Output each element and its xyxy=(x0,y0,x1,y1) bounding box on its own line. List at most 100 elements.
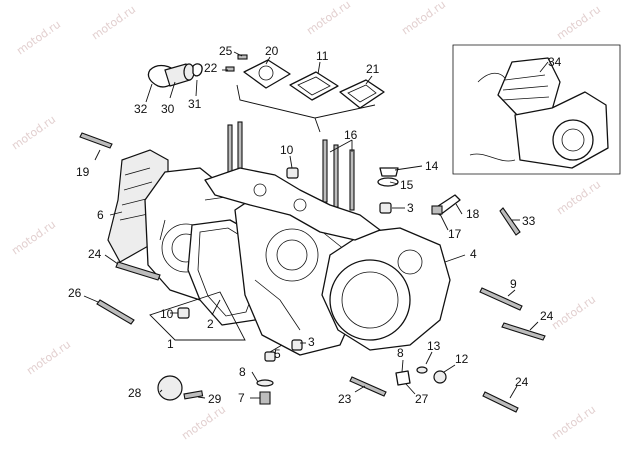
clutch-cover-4 xyxy=(321,227,451,351)
callout-2: 2 xyxy=(207,317,214,331)
leader-12 xyxy=(443,364,456,373)
small-parts xyxy=(157,167,521,405)
callout-18: 18 xyxy=(466,207,480,221)
leader-23 xyxy=(354,385,366,393)
watermark-text: motod.ru xyxy=(549,293,598,333)
callout-21: 21 xyxy=(366,62,380,76)
callout-17: 17 xyxy=(448,227,462,241)
bolt-24-bottom xyxy=(482,391,519,413)
case-top-hole xyxy=(293,198,307,212)
leader-bracket-1 xyxy=(149,291,246,341)
callout-25: 25 xyxy=(219,44,233,58)
callout-14: 14 xyxy=(425,159,439,173)
callout-19: 19 xyxy=(76,165,90,179)
right-case-bearing-inner xyxy=(276,239,308,271)
screw-22 xyxy=(225,66,235,72)
inset-clutch-cover xyxy=(552,119,594,161)
leader-6 xyxy=(109,211,123,216)
leader-24-left xyxy=(104,254,119,265)
leader-13 xyxy=(425,351,433,365)
callout-24-left: 24 xyxy=(88,247,102,261)
leader-11 xyxy=(317,61,321,75)
leader-4 xyxy=(444,254,466,263)
clip-31 xyxy=(192,63,203,77)
watermark-text: motod.ru xyxy=(89,3,138,43)
bolt-24-right xyxy=(501,322,546,341)
callout-26: 26 xyxy=(68,286,82,300)
leader-10-top xyxy=(289,155,293,169)
stud xyxy=(333,144,339,208)
watermark-text: motod.ru xyxy=(554,3,603,43)
inset-hoses xyxy=(469,72,516,162)
washer-13 xyxy=(416,366,428,374)
leader-8-right xyxy=(401,359,404,373)
drain-plug-7 xyxy=(259,391,271,405)
callout-8-left: 8 xyxy=(239,365,246,379)
gasket-2-inner xyxy=(197,227,259,317)
o-ring-15 xyxy=(377,177,399,187)
gasket-11-inner xyxy=(297,76,331,96)
intake-group xyxy=(147,54,385,109)
leader-14 xyxy=(394,165,423,171)
callout-10-left: 10 xyxy=(160,307,174,321)
inset-clutch-center xyxy=(561,128,585,152)
callout-20: 20 xyxy=(265,44,279,58)
callout-27: 27 xyxy=(415,392,429,406)
callout-1: 1 xyxy=(167,337,174,351)
leader-19 xyxy=(94,149,101,161)
leader-bracket-top xyxy=(236,84,376,133)
callout-3-lower: 3 xyxy=(308,335,315,349)
leader-27 xyxy=(405,383,416,395)
bolt-19 xyxy=(79,132,113,149)
leader-29 xyxy=(197,396,206,399)
callout-8-right: 8 xyxy=(397,346,404,360)
callout-24-right: 24 xyxy=(540,309,554,323)
leader-24-right xyxy=(529,321,539,331)
callout-23: 23 xyxy=(338,392,352,406)
callout-9: 9 xyxy=(510,277,517,291)
reed-block-20-hole xyxy=(258,65,274,81)
leader-15 xyxy=(389,181,399,185)
callout-29: 29 xyxy=(208,392,222,406)
stud xyxy=(349,149,355,211)
leader-28 xyxy=(159,389,163,393)
washer-8-left xyxy=(256,379,274,387)
callout-32: 32 xyxy=(134,102,148,116)
case-top-flange xyxy=(204,167,381,241)
callout-6: 6 xyxy=(97,208,104,222)
screw-29 xyxy=(183,390,204,400)
watermark-text: motod.ru xyxy=(24,338,73,378)
leader-31 xyxy=(195,79,198,97)
leader-16 xyxy=(329,139,353,153)
watermark-text: motod.ru xyxy=(549,403,598,443)
leader-18 xyxy=(455,203,463,215)
leader-17 xyxy=(439,213,449,231)
callout-3-top: 3 xyxy=(407,201,414,215)
inset-frame xyxy=(452,44,621,175)
cap-28 xyxy=(157,375,183,401)
dowel-3-lower xyxy=(291,339,303,351)
nut-12 xyxy=(433,370,447,384)
dowel-3-top xyxy=(379,202,392,214)
gasket-11 xyxy=(289,71,339,101)
leader-5 xyxy=(269,344,283,353)
case-top xyxy=(204,167,381,241)
reed-valve-21 xyxy=(339,79,385,109)
bolt-9 xyxy=(479,287,523,311)
leader-9 xyxy=(507,289,516,297)
bolt-24-left xyxy=(115,261,161,281)
drain-plug-27 xyxy=(395,370,411,386)
callout-22: 22 xyxy=(204,61,218,75)
dowel-10-top xyxy=(286,167,299,179)
callout-5: 5 xyxy=(274,347,281,361)
leader-8-left xyxy=(251,371,259,383)
callout-13: 13 xyxy=(427,339,441,353)
bolt-23 xyxy=(349,376,387,397)
watermark-text: motod.ru xyxy=(9,218,58,258)
callout-15: 15 xyxy=(400,178,414,192)
engine-inset: 34 xyxy=(452,44,621,175)
watermark-text: motod.ru xyxy=(179,403,228,443)
watermark-text: motod.ru xyxy=(399,0,448,37)
screw-25 xyxy=(237,54,248,60)
leader-34 xyxy=(539,61,549,73)
